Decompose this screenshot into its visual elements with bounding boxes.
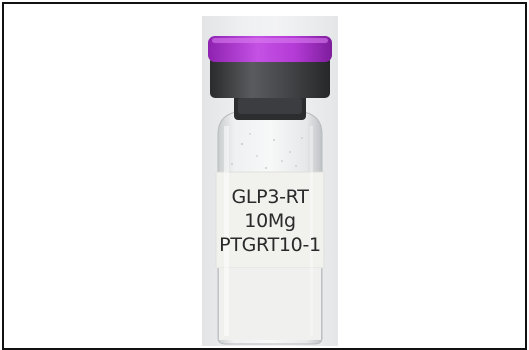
vial-powder-speckles (231, 133, 303, 169)
vial-photo: GLP3-RT 10Mg PTGRT10-1 (202, 16, 338, 346)
vial-label-text: GLP3-RT 10Mg PTGRT10-1 (216, 176, 324, 266)
vial-label-sticker (215, 171, 325, 269)
product-lot: PTGRT10-1 (219, 234, 321, 256)
product-name: GLP3-RT (231, 186, 309, 208)
vial-illustration (208, 36, 332, 345)
product-dose: 10Mg (244, 210, 296, 232)
vial-crimp-seal (210, 56, 330, 98)
vial-powder (219, 268, 321, 340)
